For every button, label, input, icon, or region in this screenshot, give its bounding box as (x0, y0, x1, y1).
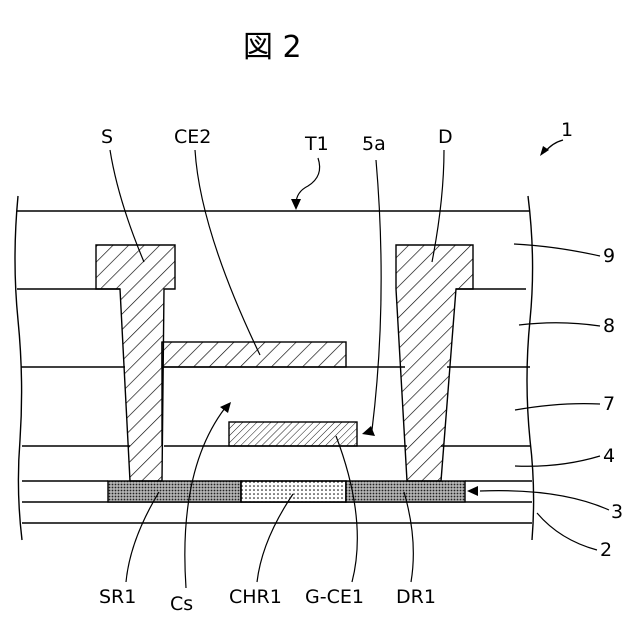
label-layer-9: 9 (603, 245, 615, 267)
leader-5a (372, 160, 381, 430)
break-line-left (15, 196, 22, 540)
channel-region-dots (241, 481, 346, 502)
label-CE2: CE2 (174, 126, 211, 148)
label-Cs: Cs (170, 593, 193, 615)
leader-CE2 (195, 150, 260, 355)
label-device-1: 1 (561, 119, 573, 141)
figure-title: 図 2 (243, 30, 302, 65)
leader-G-CE1 (336, 436, 357, 582)
leader-layer-9 (514, 244, 600, 256)
capacitor-electrode-CE2 (162, 342, 346, 367)
label-CHR1: CHR1 (229, 586, 282, 608)
label-SR1: SR1 (99, 586, 136, 608)
arrowhead-Cs (220, 402, 231, 413)
label-D: D (438, 126, 453, 148)
leader-DR1 (404, 492, 413, 582)
leader-CHR1 (257, 494, 293, 582)
leader-layer-4 (515, 456, 600, 466)
leader-layer-2 (537, 513, 597, 550)
break-line-right (527, 196, 534, 540)
arrowhead-device (540, 146, 549, 156)
arrowhead-layer-3 (467, 486, 478, 496)
leader-T1 (296, 158, 320, 204)
arrowhead-5a (362, 426, 375, 436)
leader-SR1 (126, 492, 159, 582)
label-layer-4: 4 (603, 445, 615, 467)
label-DR1: DR1 (396, 586, 436, 608)
arrowhead-T1 (291, 199, 301, 210)
label-S: S (101, 126, 113, 148)
leader-layer-8 (519, 323, 600, 326)
label-layer-3: 3 (611, 501, 623, 523)
source-region-SR1 (108, 481, 241, 502)
leader-layer-3 (480, 491, 609, 510)
label-5a: 5a (362, 133, 386, 155)
label-G-CE1: G-CE1 (305, 586, 364, 608)
label-layer-7: 7 (603, 393, 615, 415)
label-layer-2: 2 (600, 539, 612, 561)
label-layer-8: 8 (603, 315, 615, 337)
label-T1: T1 (304, 133, 329, 155)
